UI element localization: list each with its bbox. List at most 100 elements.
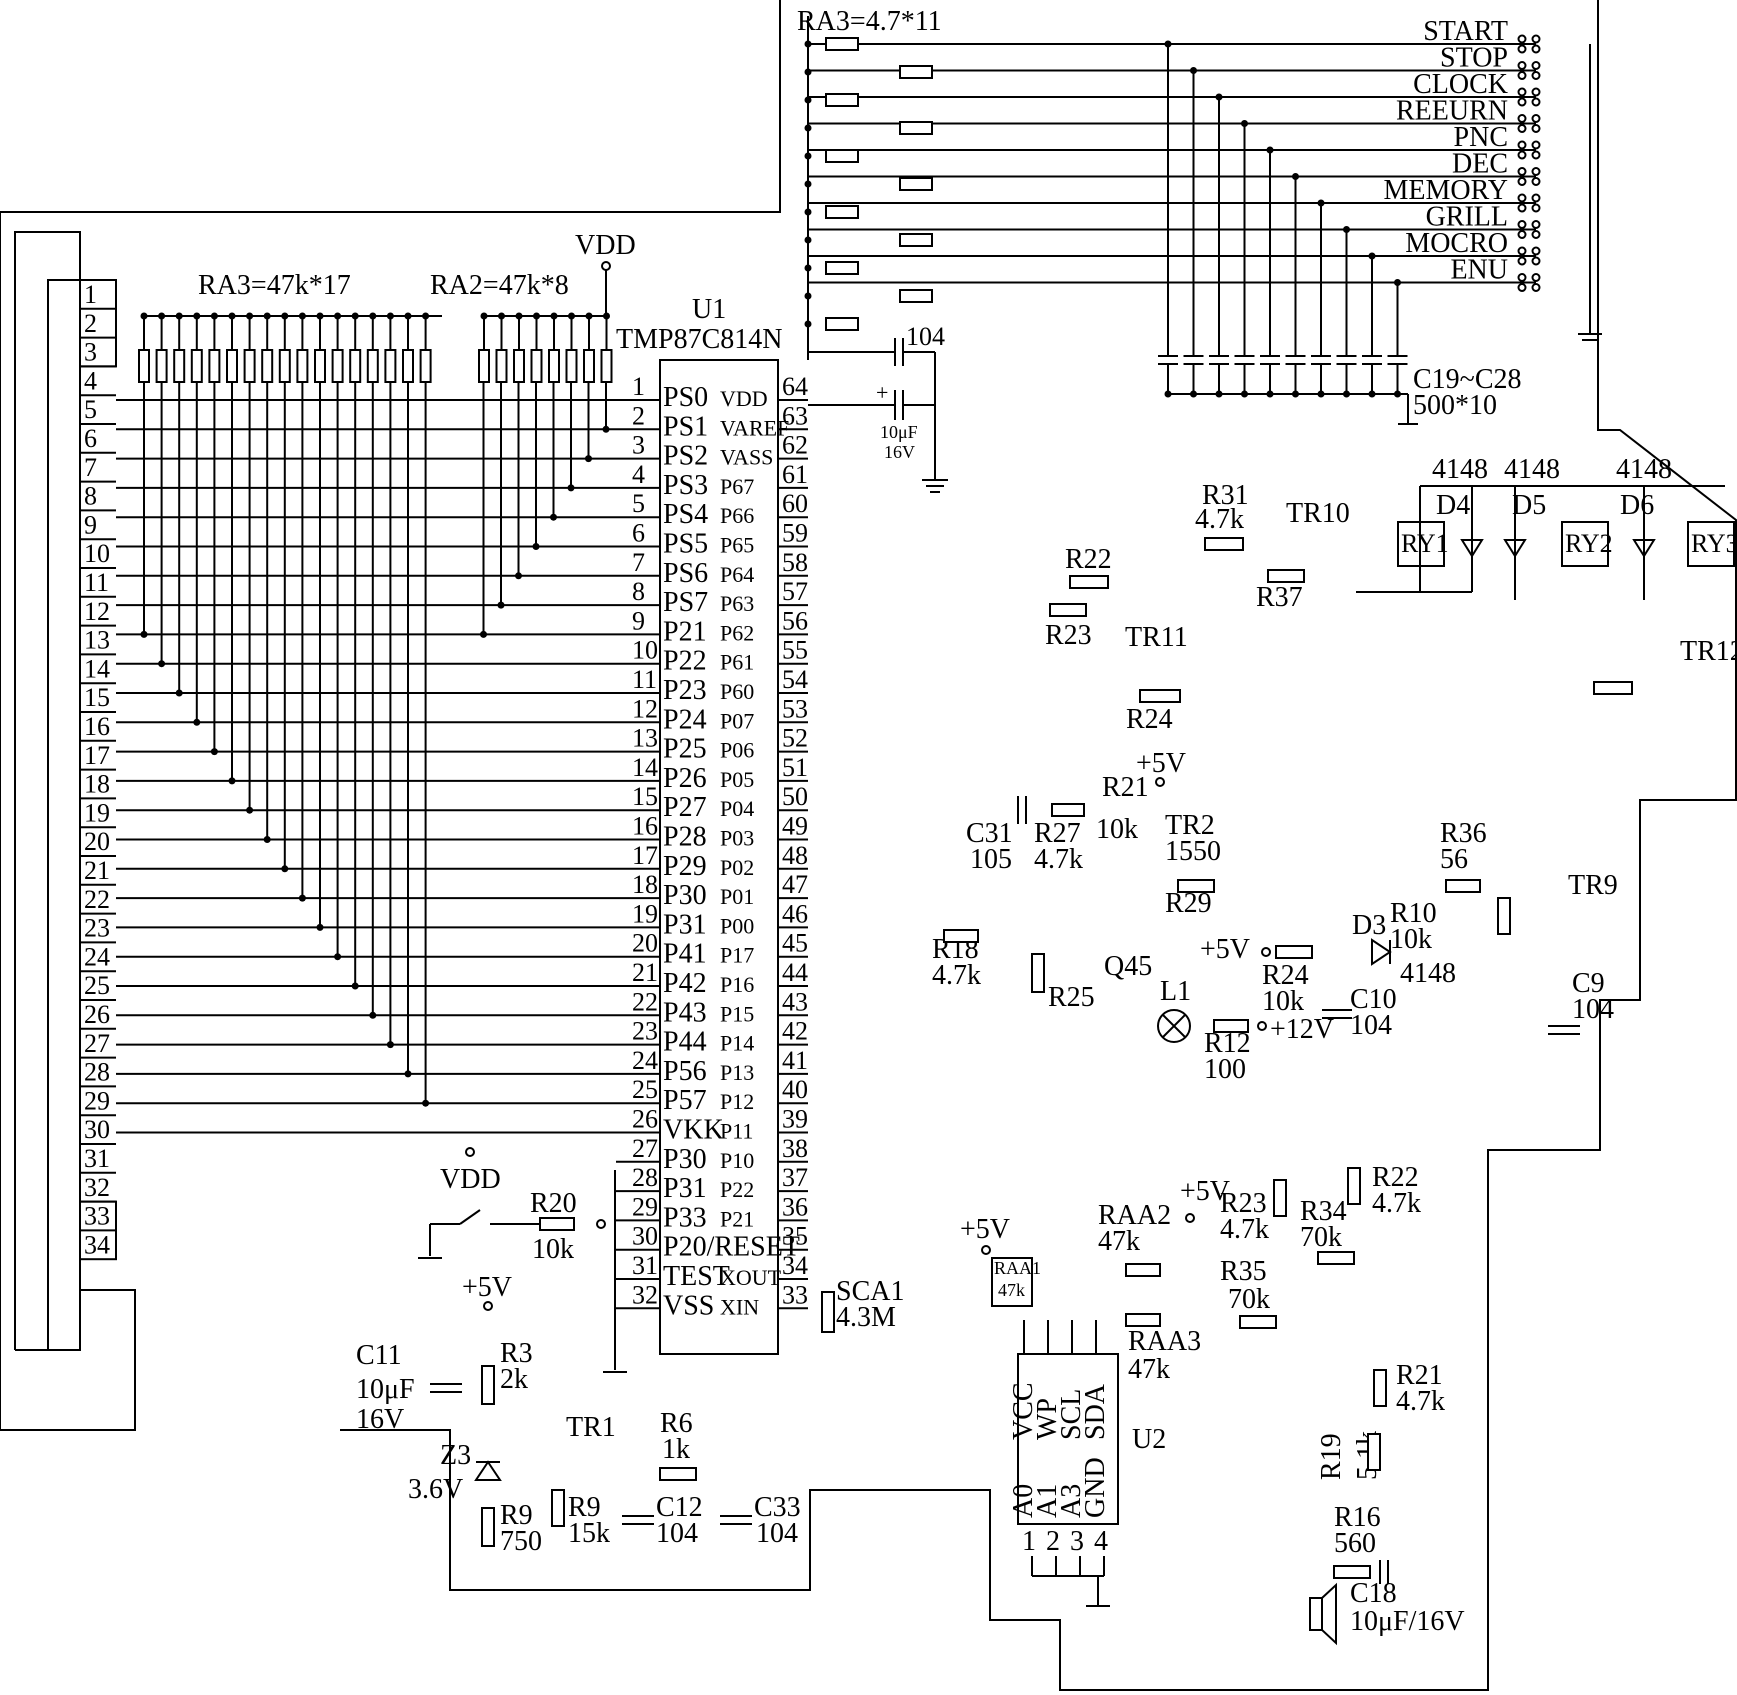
- key-resistor: [899, 121, 933, 135]
- key-label: PNC: [1454, 122, 1508, 153]
- u1-left-pin-name: P31: [663, 909, 707, 940]
- key-contact: [1531, 177, 1541, 186]
- connector-pin-number: 26: [84, 1000, 110, 1029]
- u1-left-pin-number: 23: [632, 1017, 658, 1046]
- r22-bot-label: R22: [1372, 1162, 1419, 1193]
- ra3-resistor: [278, 349, 291, 383]
- raa3-label: RAA3: [1128, 1326, 1201, 1357]
- key-contact: [1531, 34, 1541, 44]
- u2-pin-name-top: SCL: [1056, 1389, 1087, 1440]
- vdd-label-bottom: VDD: [440, 1164, 501, 1195]
- u1-right-pin-name: P66: [720, 503, 754, 528]
- vdd-decoupling: 104 + 10μF 16V: [808, 322, 948, 493]
- r27-val: 4.7k: [1034, 844, 1083, 875]
- r29-label: R29: [1165, 888, 1212, 919]
- u1-left-pin-name: VSS: [663, 1290, 714, 1321]
- u1-left-pin-number: 14: [632, 753, 658, 782]
- u1-right-pin-number: 38: [782, 1134, 808, 1163]
- u1-left-pin-name: P22: [663, 646, 707, 677]
- junction-dot: [316, 923, 324, 931]
- c10-val: 104: [1350, 1010, 1392, 1041]
- ra3-left-label: RA3=47k*17: [198, 270, 351, 301]
- ra3-top-label: RA3=4.7*11: [797, 6, 942, 37]
- key-label: MOCRO: [1405, 228, 1508, 259]
- raa1-label: RAA1: [994, 1258, 1041, 1278]
- ra3-resistor: [155, 349, 168, 383]
- l1-label: L1: [1160, 976, 1191, 1007]
- connector-pin-number: 29: [84, 1086, 110, 1115]
- u1-left-pin-name: PS5: [663, 529, 708, 560]
- u1-left-pin-name: P44: [663, 1027, 707, 1058]
- u1-right-pin-number: 37: [782, 1163, 808, 1192]
- ra2-resistor: [600, 349, 613, 383]
- key-resistor: [899, 233, 933, 247]
- u1-right-pin-number: 49: [782, 812, 808, 841]
- connector-pin-number: 5: [84, 395, 97, 424]
- u1-left-pin-name: P25: [663, 734, 707, 765]
- u1-right-pin-name: P11: [720, 1119, 753, 1144]
- ry1-label: RY1: [1401, 529, 1449, 558]
- u1-right-pin-number: 61: [782, 460, 808, 489]
- connector-group-1-3: [79, 279, 117, 368]
- u1-left-pin-number: 9: [632, 606, 645, 635]
- junction-dot: [210, 748, 218, 756]
- u1-left-pin-number: 28: [632, 1163, 658, 1192]
- u2-pin-name-bottom: A1: [1032, 1484, 1063, 1518]
- sca1-label: SCA1: [836, 1276, 904, 1307]
- key-contact: [1517, 97, 1527, 107]
- u1-left-pin-name: P29: [663, 851, 707, 882]
- key-contact: [1531, 140, 1541, 150]
- u1-left-pin-name: P20/RESET: [663, 1232, 800, 1263]
- u1-right-pin-name: P63: [720, 591, 754, 616]
- ra3-resistor: [208, 349, 221, 383]
- r19-label: R19: [1316, 1433, 1347, 1480]
- junction-dot: [1343, 226, 1350, 233]
- r23-bot-label: R23: [1220, 1188, 1267, 1219]
- ra3-resistor: [384, 349, 397, 383]
- c33-label: C33: [754, 1492, 801, 1523]
- u1-right-pin-number: 47: [782, 870, 808, 899]
- u1-right-pin-number: 40: [782, 1075, 808, 1104]
- connector-pin-number: 8: [84, 482, 97, 511]
- r24-mid-val: 10k: [1262, 986, 1304, 1017]
- ra3-resistor: [226, 349, 238, 383]
- left-signal-wiring: [116, 382, 616, 1134]
- r6-label: R6: [660, 1408, 693, 1439]
- junction-dot: [585, 455, 592, 463]
- r21-top-val: 10k: [1096, 814, 1138, 845]
- junction-dot: [386, 1041, 394, 1049]
- key-contact: [1517, 167, 1527, 176]
- ra2-resistor: [513, 349, 525, 383]
- c18-label: C18: [1350, 1578, 1397, 1609]
- u1-left-pin-number: 13: [632, 724, 658, 753]
- u1-right-pin-number: 59: [782, 519, 808, 548]
- cap-10uf-label: 10μF: [880, 422, 918, 442]
- plus12v-label: +12V: [1270, 1014, 1334, 1045]
- u1-left-pin-name: P57: [663, 1085, 707, 1116]
- u1-left-pin-number: 26: [632, 1105, 658, 1134]
- key-resistor: [899, 65, 933, 79]
- u1-left-pin-name: P42: [663, 968, 707, 999]
- key-contact: [1517, 273, 1527, 282]
- plus5v-d: +5V: [960, 1214, 1010, 1245]
- cap-104-label: 104: [906, 322, 945, 351]
- u1-right-pin-number: 39: [782, 1105, 808, 1134]
- r35-label: R35: [1220, 1256, 1267, 1287]
- u1-right-pin-number: 52: [782, 724, 808, 753]
- key-contact: [1517, 177, 1527, 186]
- r18-val: 4.7k: [932, 960, 981, 991]
- key-contact: [1517, 71, 1527, 80]
- q45-label: Q45: [1104, 951, 1152, 982]
- u1-left-pin-number: 25: [632, 1075, 658, 1104]
- ra3-resistor: [173, 349, 186, 383]
- ra3-resistor: [331, 349, 344, 383]
- d6-label: D6: [1620, 490, 1654, 521]
- connector-pin-number: 28: [84, 1058, 110, 1087]
- u1-right-pin-number: 34: [782, 1251, 808, 1280]
- r10-val: 10k: [1390, 924, 1432, 955]
- r12-label: R12: [1204, 1028, 1251, 1059]
- u1-right-pin-number: 35: [782, 1222, 808, 1251]
- u1-right-pin-name: P14: [720, 1031, 754, 1056]
- plus5v-a: +5V: [1136, 748, 1186, 779]
- key-contact: [1531, 283, 1541, 292]
